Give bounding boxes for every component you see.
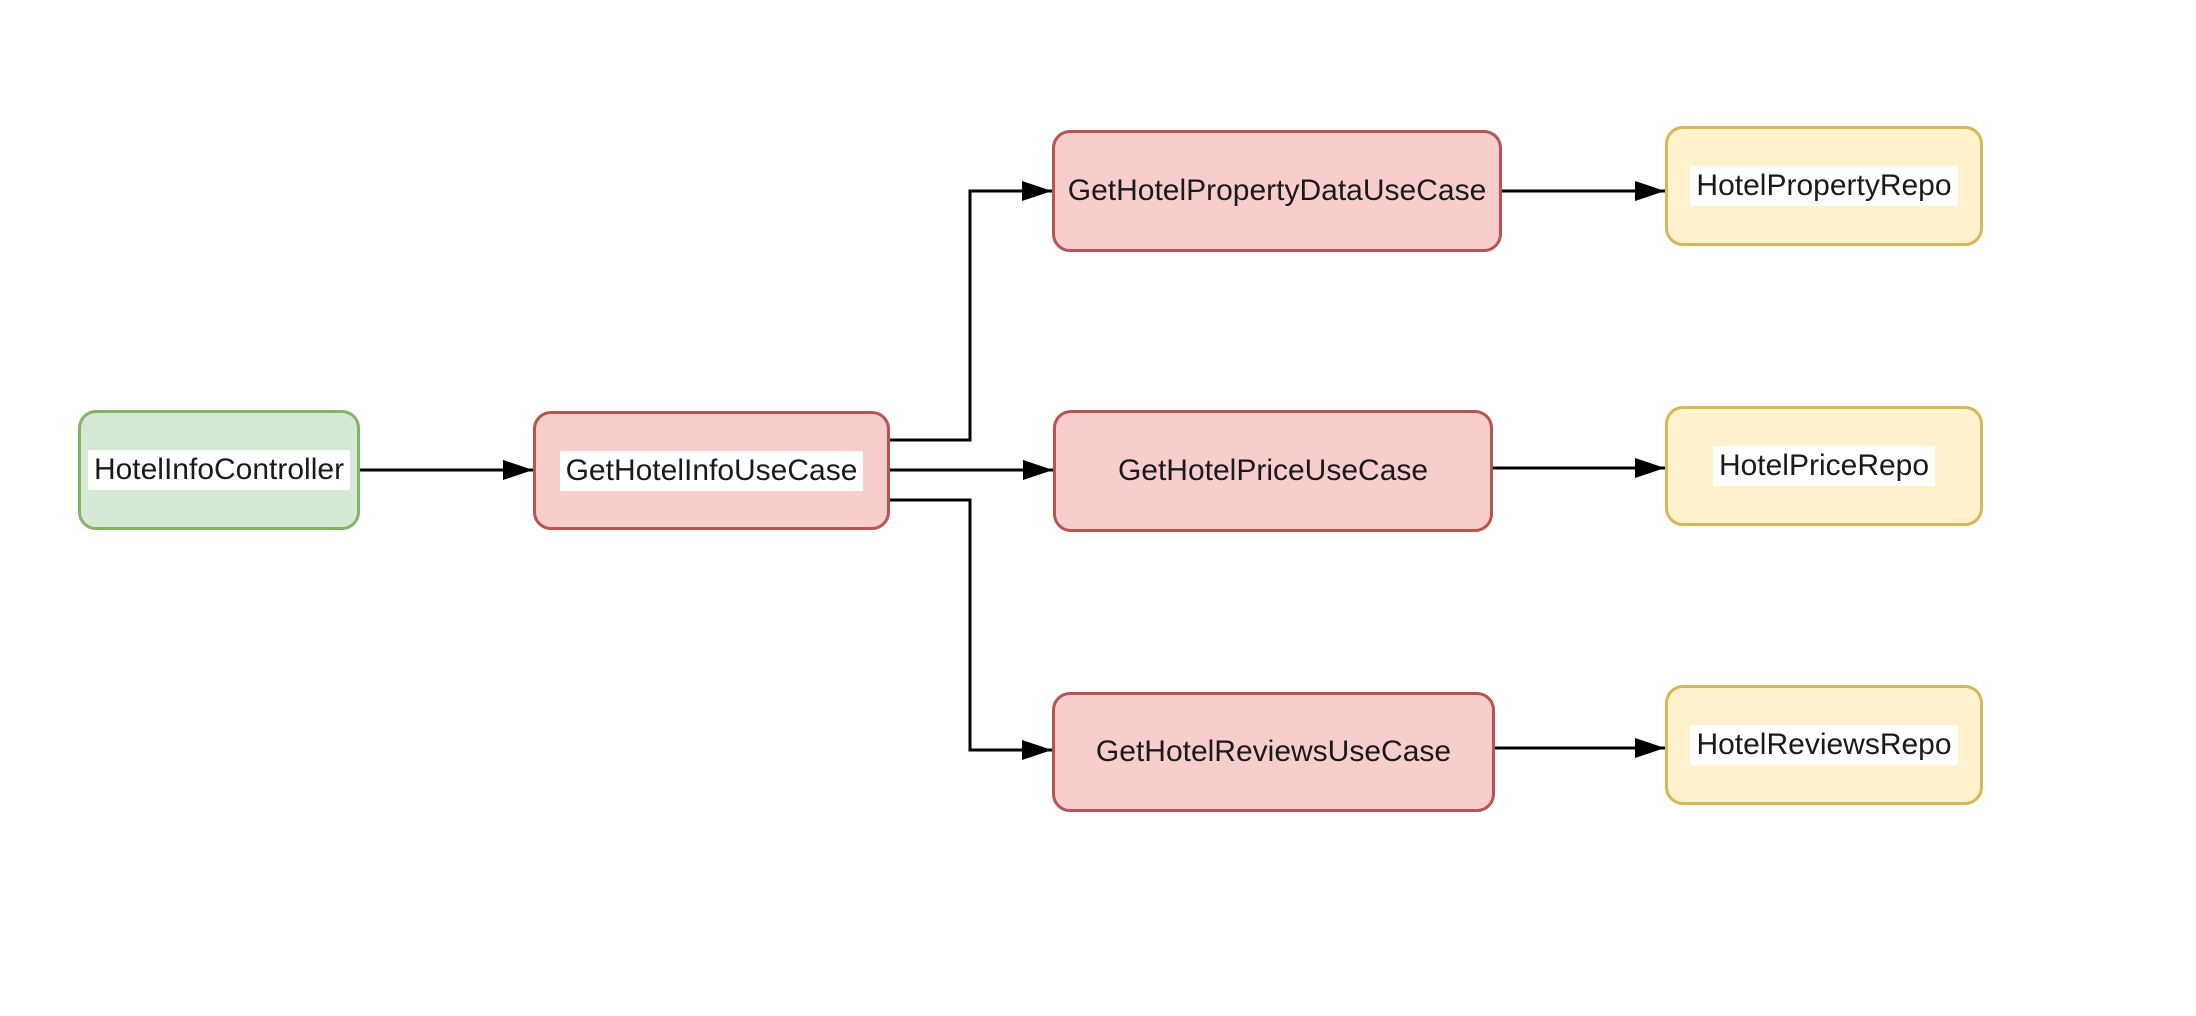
node-label: GetHotelPropertyDataUseCase [1067,174,1487,207]
node-label: HotelReviewsRepo [1690,725,1958,765]
node-get-hotel-info-use-case[interactable]: GetHotelInfoUseCase [533,411,890,530]
node-label: GetHotelPriceUseCase [1117,454,1429,487]
node-label: GetHotelReviewsUseCase [1095,735,1452,768]
node-hotel-property-repo[interactable]: HotelPropertyRepo [1665,126,1983,246]
node-label: GetHotelInfoUseCase [559,450,864,491]
node-hotel-price-repo[interactable]: HotelPriceRepo [1665,406,1983,526]
node-get-hotel-reviews-use-case[interactable]: GetHotelReviewsUseCase [1052,692,1495,812]
node-hotel-reviews-repo[interactable]: HotelReviewsRepo [1665,685,1983,805]
node-get-hotel-price-use-case[interactable]: GetHotelPriceUseCase [1053,410,1493,532]
node-label: HotelPropertyRepo [1690,166,1958,206]
node-get-hotel-property-data-use-case[interactable]: GetHotelPropertyDataUseCase [1052,130,1502,252]
node-hotel-info-controller[interactable]: HotelInfoController [78,410,360,530]
node-label: HotelInfoController [87,450,351,490]
node-label: HotelPriceRepo [1712,446,1936,486]
